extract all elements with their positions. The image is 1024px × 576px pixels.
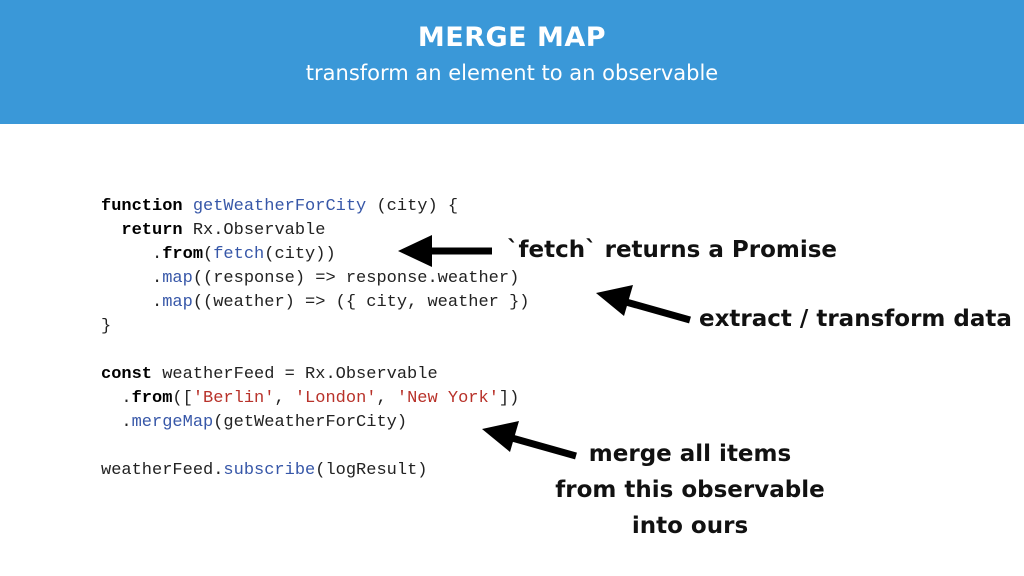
code-function: mergeMap bbox=[131, 413, 214, 432]
code-text: (city)) bbox=[264, 245, 336, 264]
code-text: . bbox=[101, 245, 163, 264]
code-keyword: from bbox=[131, 389, 173, 408]
slide-title: MERGE MAP bbox=[417, 22, 607, 53]
arrow-merge bbox=[482, 421, 577, 460]
arrow-fetch bbox=[398, 235, 492, 267]
code-line: .mergeMap(getWeatherForCity) bbox=[101, 411, 529, 435]
code-line: .from(['Berlin', 'London', 'New York']) bbox=[101, 387, 529, 411]
code-function: subscribe bbox=[223, 461, 316, 480]
code-text: ((weather) => ({ city, weather }) bbox=[192, 293, 530, 312]
code-text: , bbox=[376, 389, 397, 408]
code-keyword: function bbox=[101, 197, 193, 216]
code-text: . bbox=[101, 269, 163, 288]
code-line: return Rx.Observable bbox=[101, 219, 529, 243]
code-text: . bbox=[101, 293, 163, 312]
code-line: .map((response) => response.weather) bbox=[101, 267, 529, 291]
slide-subtitle: transform an element to an observable bbox=[305, 61, 719, 85]
code-text: (logResult) bbox=[315, 461, 428, 480]
code-function: getWeatherForCity bbox=[192, 197, 367, 216]
annotation-merge-line-3: into ours bbox=[631, 513, 749, 539]
code-string: 'New York' bbox=[396, 389, 499, 408]
code-keyword: const bbox=[101, 365, 153, 384]
code-line: } bbox=[101, 315, 529, 339]
annotation-fetch-promise: `fetch` returns a Promise bbox=[507, 237, 838, 263]
code-function: map bbox=[162, 293, 193, 312]
code-line: .map((weather) => ({ city, weather }) bbox=[101, 291, 529, 315]
code-line: function getWeatherForCity (city) { bbox=[101, 195, 529, 219]
code-text: ]) bbox=[498, 389, 520, 408]
code-text: ([ bbox=[172, 389, 193, 408]
code-function: map bbox=[162, 269, 193, 288]
code-line: weatherFeed.subscribe(logResult) bbox=[101, 459, 529, 483]
code-text: , bbox=[274, 389, 295, 408]
code-text: ((response) => response.weather) bbox=[192, 269, 520, 288]
annotation-merge-line-1: merge all items bbox=[588, 441, 792, 467]
code-text: (getWeatherForCity) bbox=[213, 413, 408, 432]
code-text: weatherFeed = Rx.Observable bbox=[152, 365, 438, 384]
code-text: ( bbox=[203, 245, 214, 264]
code-text: (city) { bbox=[366, 197, 459, 216]
annotation-merge-items: merge all items from this observable int… bbox=[540, 436, 840, 544]
code-keyword: from bbox=[162, 245, 204, 264]
code-text: weatherFeed. bbox=[101, 461, 224, 480]
code-string: 'Berlin' bbox=[192, 389, 275, 408]
annotation-extract-transform: extract / transform data bbox=[699, 306, 1012, 332]
code-text: . bbox=[101, 413, 132, 432]
code-block: function getWeatherForCity (city) { retu… bbox=[101, 195, 529, 483]
title-banner: MERGE MAP transform an element to an obs… bbox=[0, 0, 1024, 124]
code-line: const weatherFeed = Rx.Observable bbox=[101, 363, 529, 387]
annotation-merge-line-2: from this observable bbox=[555, 477, 825, 503]
code-keyword: return bbox=[121, 221, 183, 240]
code-string: 'London' bbox=[294, 389, 377, 408]
arrow-extract bbox=[596, 285, 691, 324]
code-text: Rx.Observable bbox=[182, 221, 326, 240]
code-function: fetch bbox=[213, 245, 265, 264]
code-line: .from(fetch(city)) bbox=[101, 243, 529, 267]
code-text: } bbox=[101, 317, 112, 336]
code-text: . bbox=[101, 389, 132, 408]
